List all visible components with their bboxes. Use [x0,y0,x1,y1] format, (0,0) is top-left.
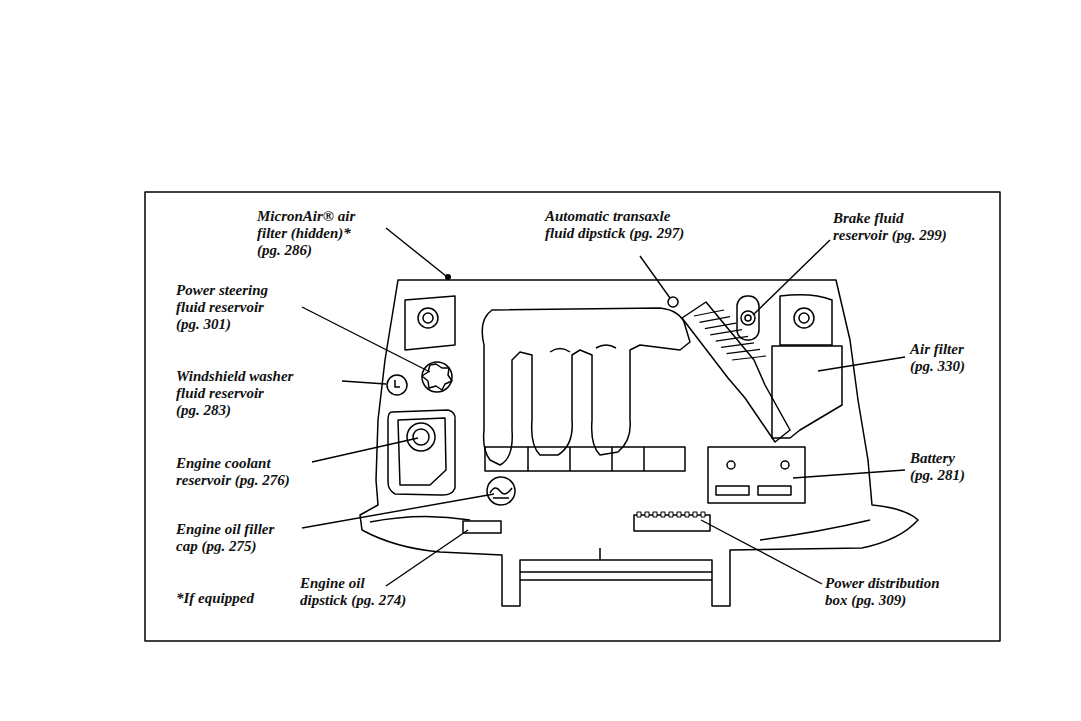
pdb-tooth [677,512,681,517]
pdb-tooth [645,512,649,517]
bellows-rib [705,323,736,328]
callout-label: Power steering fluid reservoir (pg. 301) [176,282,268,333]
callout-label: Engine oil dipstick (pg. 274) [300,575,406,609]
bay-contour [370,516,870,560]
power-steering-cap [422,364,452,390]
bellows-rib [710,330,742,335]
bellows-rib [694,310,724,316]
callout-label: Brake fluid reservoir (pg. 299) [833,210,947,244]
strut-tower [405,295,832,350]
callout-label: Engine oil filler cap (pg. 275) [176,521,274,555]
callout-label: Power distribution box (pg. 309) [825,575,940,609]
bellows-rib [716,336,748,341]
bellows-rib [727,349,760,353]
power-distribution-box [634,512,710,531]
pdb-tooth [701,512,705,517]
transaxle-dipstick [668,297,678,307]
callout-label: Engine coolant reservoir (pg. 276) [176,455,290,489]
washer-reservoir [387,375,407,395]
bellows-rib [721,343,754,348]
intake-bellows [682,302,790,442]
manifold-cover [485,447,685,471]
oil-dipstick [463,521,501,533]
brake-reservoir [737,296,759,340]
pdb-tooth [685,512,689,517]
crossmember [520,572,712,580]
pdb-tooth [637,512,641,517]
battery [708,447,805,503]
air-filter-box [772,346,842,438]
callout-label: Automatic transaxle fluid dipstick (pg. … [545,208,684,242]
intake-manifold [482,308,690,465]
callout-label: Windshield washer fluid reservoir (pg. 2… [176,368,293,419]
pdb-tooth [661,512,665,517]
callout-label: *If equipped [176,590,254,607]
coolant-reservoir [388,410,455,495]
pdb-tooth [693,512,697,517]
pdb-tooth [653,512,657,517]
leader-line [302,228,905,586]
oil-filler-cap [487,477,515,505]
callout-label: MicronAir® air filter (hidden)* (pg. 286… [257,208,355,259]
engine-bay [360,280,918,606]
pdb-tooth [669,512,673,517]
frame [145,192,1000,641]
leader-dot [445,274,451,280]
bellows-rib [732,356,766,360]
callout-label: Battery (pg. 281) [910,450,965,484]
callout-label: Air filter (pg. 330) [910,341,965,375]
bellows-rib [699,317,730,323]
